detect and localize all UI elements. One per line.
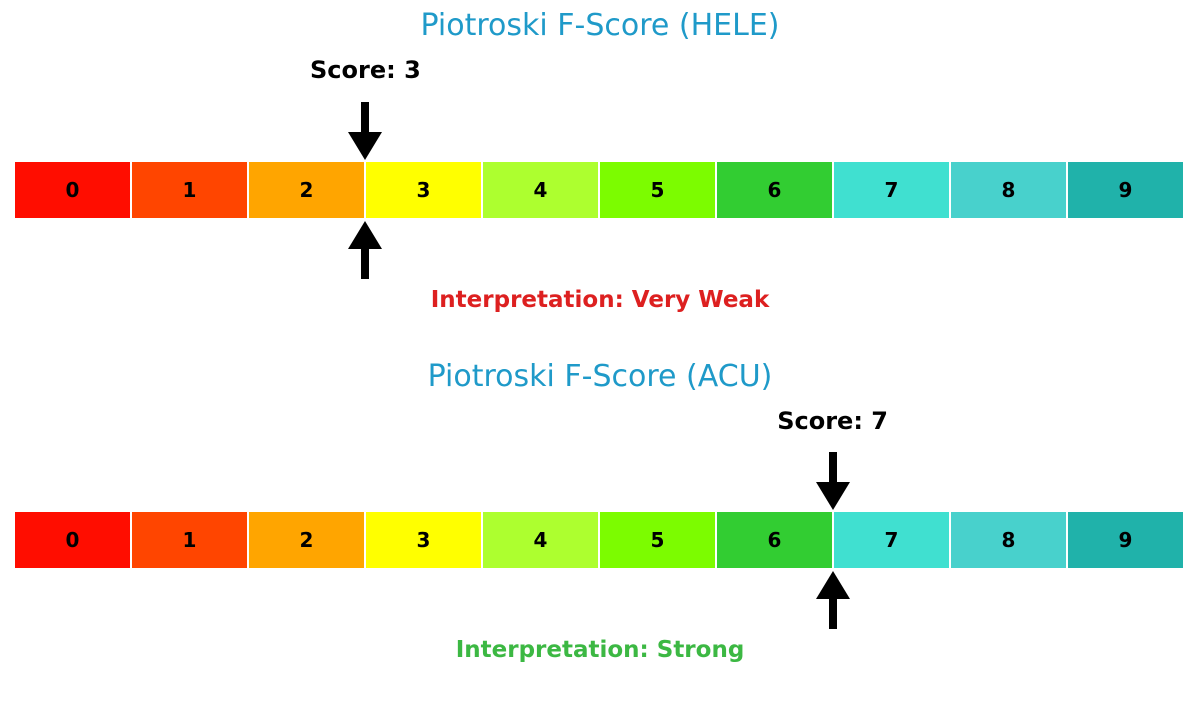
scale-segment-5: 5 [600,162,715,218]
scale-segment-4: 4 [483,162,598,218]
chart-title: Piotroski F-Score (HELE) [420,8,780,43]
scale-segment-6: 6 [717,512,832,568]
scale-segment-7: 7 [834,512,949,568]
scale-segment-0: 0 [15,512,130,568]
scale-segment-5: 5 [600,512,715,568]
scale-segment-3: 3 [366,162,481,218]
scale-segment-0: 0 [15,162,130,218]
scale-segment-8: 8 [951,512,1066,568]
interpretation-label: Interpretation: Very Weak [430,287,770,313]
scale-segment-9: 9 [1068,512,1183,568]
scale-segment-6: 6 [717,162,832,218]
scale-segment-3: 3 [366,512,481,568]
scale-segment-4: 4 [483,512,598,568]
interpretation-label: Interpretation: Strong [455,637,745,663]
up-arrow-icon [815,571,850,629]
scale-segment-8: 8 [951,162,1066,218]
score-annotation: Score: 3 [310,56,421,84]
scale-segment-2: 2 [249,512,364,568]
down-arrow-icon [348,102,383,160]
down-arrow-icon [815,452,850,510]
scale-segment-7: 7 [834,162,949,218]
score-annotation: Score: 7 [777,407,888,435]
chart-title: Piotroski F-Score (ACU) [427,359,773,394]
scale-segment-9: 9 [1068,162,1183,218]
up-arrow-icon [348,221,383,279]
scale-segment-1: 1 [132,162,247,218]
scale-segment-2: 2 [249,162,364,218]
scale-segment-1: 1 [132,512,247,568]
